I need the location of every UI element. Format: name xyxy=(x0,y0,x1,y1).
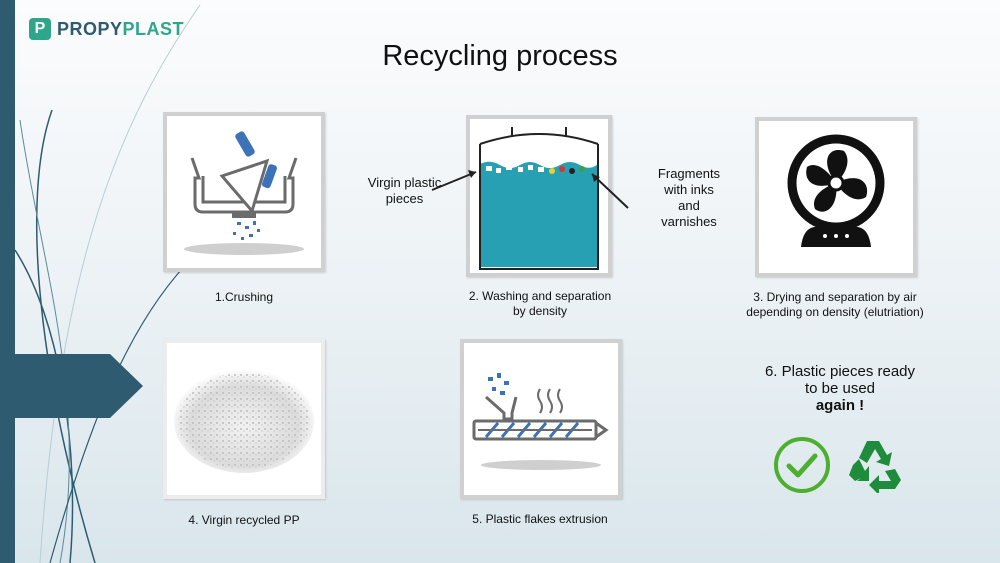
left-arrow-shape xyxy=(0,354,143,418)
logo-text-part2: PLAST xyxy=(122,18,185,39)
virgin-pieces-label: Virgin plastic pieces xyxy=(357,175,452,207)
logo-text-part1: PROPY xyxy=(57,18,123,39)
fragments-line-3: and xyxy=(678,198,700,213)
recycled-pp-image xyxy=(163,339,325,499)
logo-text: PROPYPLAST xyxy=(57,19,184,40)
virgin-line-1: Virgin plastic xyxy=(367,175,442,190)
step-2-caption-line-2: by density xyxy=(512,304,568,318)
left-accent-bar xyxy=(0,0,15,563)
step-2-caption-line-1: 2. Washing and separation xyxy=(468,289,612,303)
fan-icon xyxy=(787,134,885,247)
step-6-line-2: to be used xyxy=(804,380,876,397)
fragments-line-2: with inks xyxy=(664,182,714,197)
crusher-icon xyxy=(184,131,304,255)
extrusion-image xyxy=(460,339,622,499)
step-6-line-3: again ! xyxy=(815,397,865,414)
tank-icon xyxy=(479,127,599,270)
crushing-image xyxy=(163,112,325,272)
checkmark-icon xyxy=(774,437,830,493)
step-5-caption: 5. Plastic flakes extrusion xyxy=(472,512,608,526)
virgin-line-2: pieces xyxy=(385,191,424,206)
slide-title: Recycling process xyxy=(382,40,618,72)
fragments-line-1: Fragments xyxy=(657,166,721,181)
brand-logo: P PROPYPLAST xyxy=(29,18,184,40)
step-6-text: 6. Plastic pieces ready to be used again… xyxy=(740,363,940,414)
fragments-label: Fragments with inks and varnishes xyxy=(636,166,742,230)
drying-image xyxy=(755,117,917,277)
annotation-arrows xyxy=(431,170,629,209)
extruder-icon xyxy=(472,373,609,470)
recycle-icon xyxy=(849,441,901,493)
step-3-caption-line-1: 3. Drying and separation by air xyxy=(753,290,917,304)
step-3-caption-line-2: depending on density (elutriation) xyxy=(746,305,924,319)
step-3-caption: 3. Drying and separation by air dependin… xyxy=(730,290,940,320)
washing-image xyxy=(466,115,612,277)
step-4-caption: 4. Virgin recycled PP xyxy=(188,513,300,527)
pellets-pile-icon xyxy=(174,369,314,473)
step-1-caption: 1.Crushing xyxy=(214,290,274,304)
logo-mark: P xyxy=(29,18,51,40)
fragments-line-4: varnishes xyxy=(661,214,717,229)
step-2-caption: 2. Washing and separation by density xyxy=(450,289,630,319)
step-6-line-1: 6. Plastic pieces ready xyxy=(764,363,916,380)
